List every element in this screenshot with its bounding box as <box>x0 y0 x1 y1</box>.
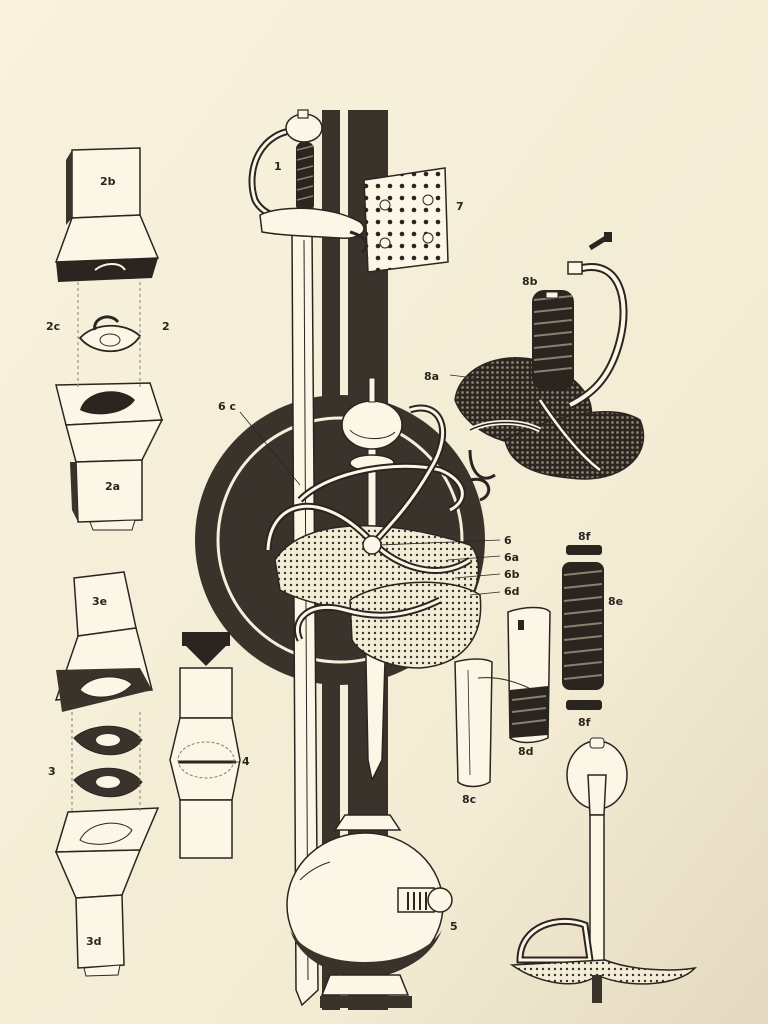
label-2a: 2a <box>105 480 120 493</box>
label-3d: 3d <box>86 935 102 948</box>
rapier-hilt-6 <box>264 377 491 783</box>
assembled-hilt-bottom <box>509 737 697 1003</box>
mould-2b <box>54 147 160 282</box>
pommel-5 <box>286 814 453 1008</box>
leader-lines <box>232 374 501 763</box>
label-6a: 6a <box>504 551 519 564</box>
label-2: 2 <box>162 320 170 333</box>
label-4: 4 <box>242 755 250 768</box>
label-8d: 8d <box>518 745 534 758</box>
label-8b: 8b <box>522 275 538 288</box>
mould-3d <box>54 807 160 977</box>
grip-8d <box>477 606 551 744</box>
label-2c: 2c <box>46 320 60 333</box>
label-6b: 6b <box>504 568 520 581</box>
grip-8b <box>532 232 612 390</box>
label-3: 3 <box>48 765 56 778</box>
label-2b: 2b <box>100 175 116 188</box>
label-3e: 3e <box>92 595 107 608</box>
grip-core-8c <box>454 658 493 788</box>
label-8f-top: 8f <box>578 530 591 543</box>
label-7: 7 <box>456 200 464 213</box>
label-8a: 8a <box>424 370 439 383</box>
ferrules-8f <box>566 545 602 710</box>
label-6d: 6d <box>504 585 520 598</box>
part-3-pieces <box>73 725 143 798</box>
mould-guides-2 <box>77 282 141 390</box>
label-5: 5 <box>450 920 458 933</box>
mould-3e <box>54 571 153 712</box>
label-8f-bottom: 8f <box>578 716 591 729</box>
grip-mould-4 <box>169 632 241 859</box>
mould-guides-3 <box>71 712 141 812</box>
label-6: 6 <box>504 534 512 547</box>
pierced-plate-7 <box>363 167 449 273</box>
label-1: 1 <box>274 160 282 173</box>
label-6c: 6 c <box>218 400 236 413</box>
label-8e: 8e <box>608 595 623 608</box>
grip-binding-8e <box>562 562 604 690</box>
part-labels: 1 2b 2c 2 2a 3e 3 3d 4 5 6 c 6 6a 6b 6d … <box>46 160 623 948</box>
mould-2a <box>55 382 164 531</box>
label-8c: 8c <box>462 793 476 806</box>
